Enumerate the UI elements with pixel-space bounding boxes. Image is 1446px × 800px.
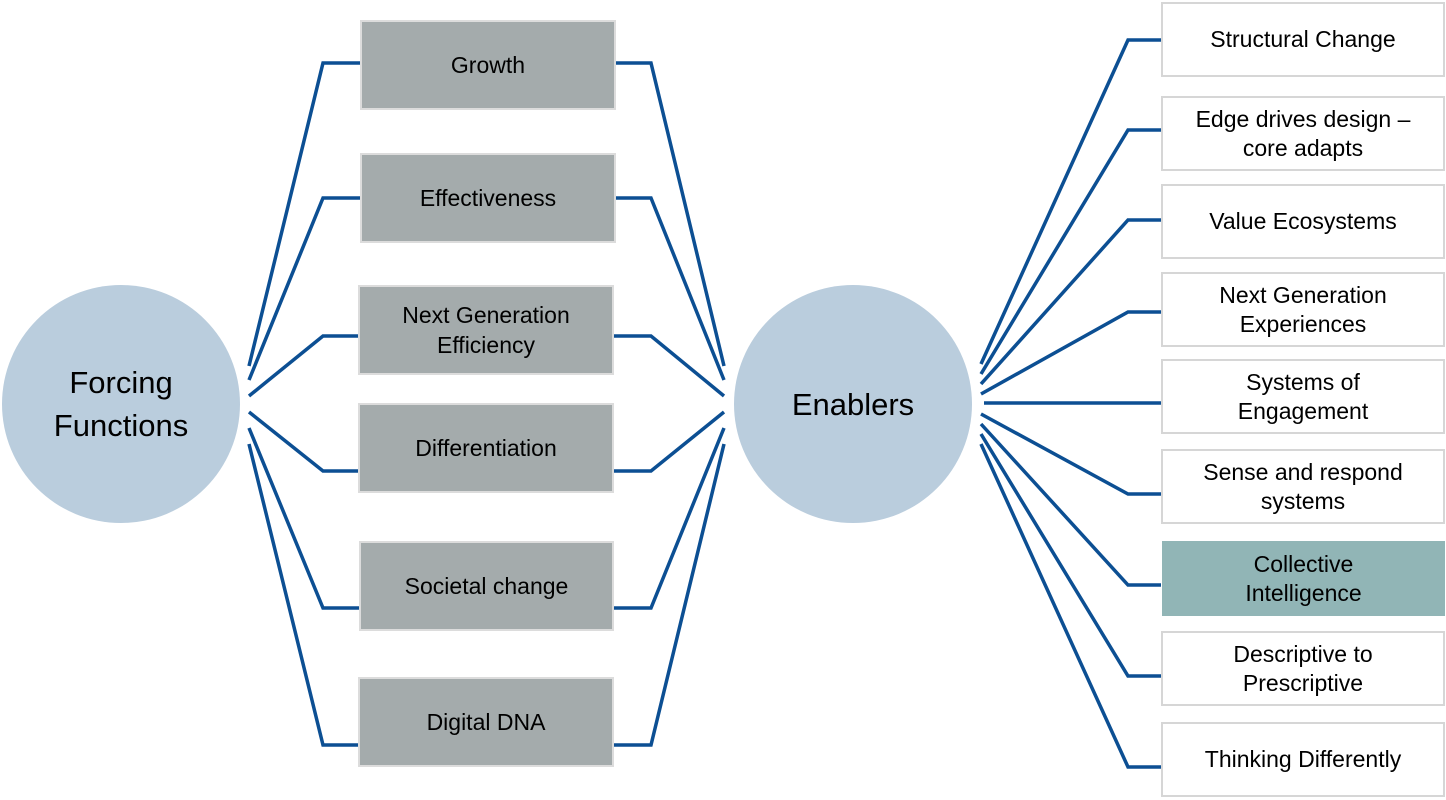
enabler-structural-change: Structural Change bbox=[1161, 2, 1445, 77]
forcing-functions-label: Forcing Functions bbox=[53, 365, 189, 443]
forcing-function-digital-dna: Digital DNA bbox=[358, 677, 614, 767]
enablers-label: Enablers bbox=[791, 386, 915, 422]
forcing-functions-hub: Forcing Functions bbox=[2, 285, 240, 523]
forcing-function-growth: Growth bbox=[360, 20, 616, 110]
forcing-function-next-generation-efficiency: Next Generation Efficiency bbox=[358, 285, 614, 375]
connector-enablers-hub-to-box-5 bbox=[980, 412, 1161, 496]
connector-box-3-to-enablers-hub bbox=[614, 410, 726, 473]
connector-enablers-hub-to-box-3 bbox=[980, 310, 1161, 396]
forcing-function-effectiveness: Effectiveness bbox=[360, 153, 616, 243]
connector-enablers-hub-to-box-2 bbox=[979, 218, 1161, 386]
connector-forcing-hub-to-box-4 bbox=[247, 427, 360, 610]
forcing-function-societal-change: Societal change bbox=[359, 541, 614, 631]
connector-box-5-to-enablers-hub bbox=[614, 443, 726, 747]
connector-forcing-hub-to-box-1 bbox=[247, 196, 360, 381]
connector-box-2-to-enablers-hub bbox=[614, 334, 726, 398]
forcing-function-differentiation: Differentiation bbox=[358, 403, 614, 493]
connector-forcing-hub-to-box-2 bbox=[247, 334, 360, 398]
connector-box-0-to-enablers-hub bbox=[614, 61, 726, 367]
enabler-collective-intelligence: Collective Intelligence bbox=[1162, 541, 1445, 616]
enablers-hub: Enablers bbox=[734, 285, 972, 523]
enabler-systems-of-engagement: Systems of Engagement bbox=[1161, 359, 1445, 434]
enabler-thinking-differently: Thinking Differently bbox=[1161, 722, 1445, 797]
connector-forcing-hub-to-box-0 bbox=[247, 61, 360, 367]
connector-forcing-hub-to-box-3 bbox=[247, 410, 360, 473]
enabler-sense-and-respond-systems: Sense and respond systems bbox=[1161, 449, 1445, 524]
connector-forcing-hub-to-box-5 bbox=[247, 443, 360, 747]
connector-enablers-hub-to-box-0 bbox=[979, 38, 1161, 365]
enabler-edge-drives-design: Edge drives design – core adapts bbox=[1161, 96, 1445, 171]
enabler-descriptive-to-prescriptive: Descriptive to Prescriptive bbox=[1161, 631, 1445, 706]
connector-enablers-hub-to-box-7 bbox=[979, 433, 1161, 678]
connector-enablers-hub-to-box-8 bbox=[979, 443, 1161, 769]
enabler-value-ecosystems: Value Ecosystems bbox=[1161, 184, 1445, 259]
connector-box-4-to-enablers-hub bbox=[614, 427, 726, 610]
connector-box-1-to-enablers-hub bbox=[614, 196, 726, 381]
enabler-next-generation-experiences: Next Generation Experiences bbox=[1161, 272, 1445, 347]
connector-enablers-hub-to-box-6 bbox=[979, 422, 1161, 587]
connector-enablers-hub-to-box-1 bbox=[979, 128, 1161, 375]
